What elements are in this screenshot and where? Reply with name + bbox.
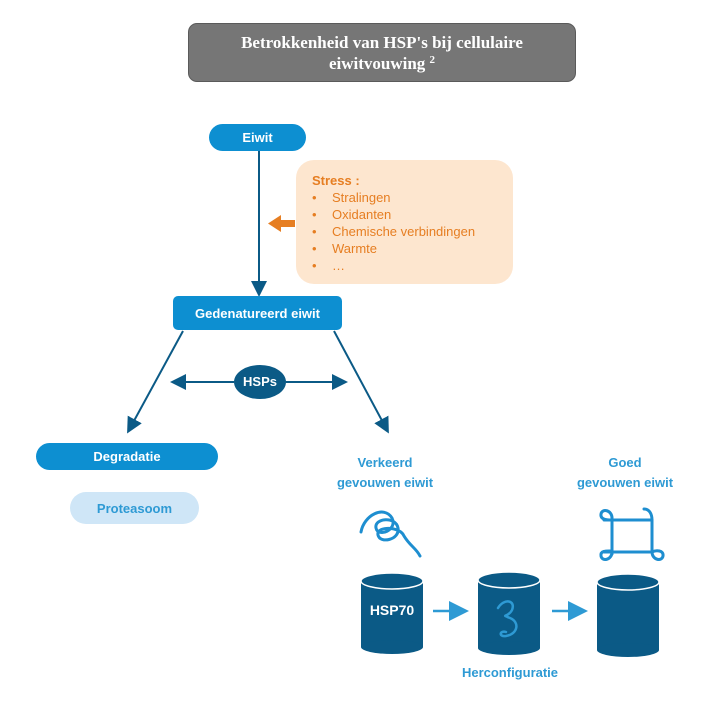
stress-item: • Chemische verbindingen	[312, 223, 513, 240]
folded-protein-icon	[599, 507, 665, 561]
title-line-2-text: eiwitvouwing	[328, 53, 426, 73]
herconfiguratie-cylinder	[477, 571, 541, 655]
label-verkeerd-gevouwen: Verkeerd gevouwen eiwit	[320, 453, 450, 493]
misfolded-protein-icon	[359, 510, 422, 558]
stress-item: • Warmte	[312, 240, 513, 257]
label-verkeerd-line-2: gevouwen eiwit	[336, 475, 434, 490]
title-footnote: 2	[429, 53, 436, 66]
node-degradatie-label: Degradatie	[93, 449, 161, 464]
stress-item: • Oxidanten	[312, 206, 513, 223]
stress-item-label: …	[332, 258, 345, 273]
node-proteasoom-label: Proteasoom	[96, 500, 173, 516]
stress-item-label: Chemische verbindingen	[332, 224, 476, 239]
hsps-node-shape	[234, 365, 286, 399]
stress-item: • Stralingen	[312, 189, 513, 206]
node-degradatie: Degradatie	[36, 443, 218, 470]
node-eiwit-label: Eiwit	[242, 130, 273, 145]
node-hsps: HSPs	[234, 372, 286, 392]
label-verkeerd-line-1: Verkeerd	[357, 455, 413, 470]
title-line-1: Betrokkenheid van HSP's bij cellulaire	[241, 32, 523, 52]
label-goed-gevouwen: Goed gevouwen eiwit	[560, 453, 690, 493]
node-hsps-label: HSPs	[243, 374, 277, 389]
bullet: •	[312, 241, 317, 256]
node-gedenatureerd-eiwit: Gedenatureerd eiwit	[173, 296, 342, 330]
diagram-title: Betrokkenheid van HSP's bij cellulaire e…	[188, 23, 576, 82]
hsp70-label: HSP70	[361, 602, 423, 618]
bullet: •	[312, 224, 317, 239]
bullet: •	[312, 207, 317, 222]
arrow-to-degradatie	[127, 330, 184, 434]
arrow-to-verkeerd	[333, 330, 389, 434]
label-goed-line-2: gevouwen eiwit	[576, 475, 674, 490]
stress-title: Stress :	[312, 173, 360, 188]
stress-box: Stress : • Stralingen • Oxidanten • Chemisc…	[296, 160, 513, 284]
stress-item-label: Stralingen	[332, 190, 391, 205]
label-herconfiguratie: Herconfiguratie	[440, 663, 580, 683]
bullet: •	[312, 258, 317, 273]
node-gedenatureerd-label: Gedenatureerd eiwit	[195, 305, 320, 321]
hsp70-label-text: HSP70	[369, 602, 415, 618]
hsp70-cylinder	[360, 572, 424, 654]
stress-item-label: Oxidanten	[332, 207, 392, 222]
node-proteasoom: Proteasoom	[70, 492, 199, 524]
title-line-2: eiwitvouwing 2	[189, 53, 575, 74]
bullet: •	[312, 190, 317, 205]
node-eiwit: Eiwit	[209, 124, 306, 151]
label-goed-line-1: Goed	[608, 455, 642, 470]
label-herconfiguratie-text: Herconfiguratie	[461, 665, 559, 680]
stress-item-label: Warmte	[332, 241, 378, 256]
folded-cylinder	[596, 573, 660, 657]
stress-item: •…	[312, 257, 513, 274]
stress-arrow-icon	[268, 215, 295, 232]
refolding-protein-icon	[496, 600, 518, 638]
